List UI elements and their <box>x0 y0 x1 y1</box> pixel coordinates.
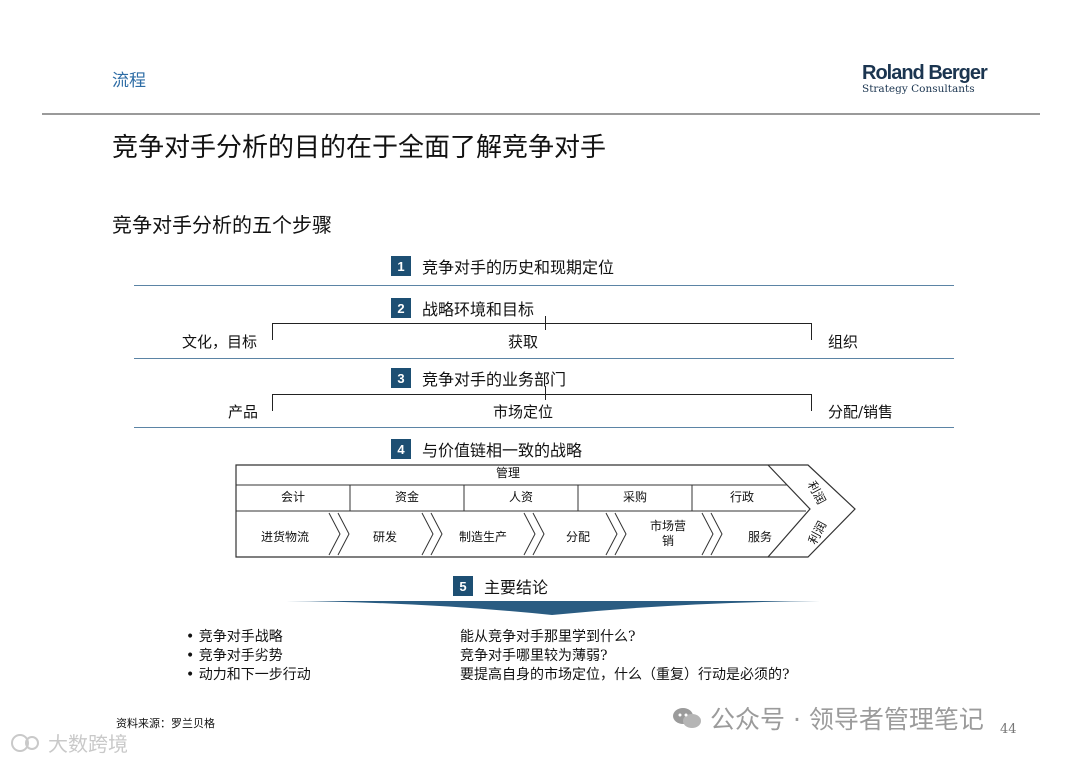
step-3: 3 竞争对手的业务部门 <box>391 366 566 390</box>
company-logo: Roland Berger <box>862 62 988 84</box>
section-divider <box>134 285 954 286</box>
bracket-left-tick <box>272 323 273 340</box>
bracket-line <box>272 394 812 395</box>
step-number-badge: 1 <box>391 256 411 276</box>
primary-chevron <box>421 512 434 556</box>
step-number-badge: 2 <box>391 298 411 318</box>
primary-activity: 服务 <box>747 530 772 544</box>
step-label: 竞争对手的业务部门 <box>422 370 567 389</box>
conclusion-questions: 能从竞争对手那里学到什么? 竞争对手哪里较为薄弱? 要提高自身的市场定位，什么（… <box>460 628 790 685</box>
step-3-right-label: 分配/销售 <box>828 403 894 421</box>
step-label: 战略环境和目标 <box>422 300 535 319</box>
chat-bubble-icon <box>11 733 39 752</box>
bracket-center-tick <box>545 386 546 400</box>
watermark-left-text: 大数跨境 <box>48 732 128 756</box>
step-1: 1 竞争对手的历史和现期定位 <box>391 254 614 278</box>
page-number: 44 <box>1000 722 1017 737</box>
section-label: 流程 <box>112 71 146 91</box>
step-number-badge: 3 <box>391 368 411 388</box>
support-activity: 行政 <box>729 490 754 504</box>
support-activity: 会计 <box>280 490 305 504</box>
bracket-center-tick <box>545 316 546 330</box>
primary-chevron <box>710 512 723 556</box>
bullet-item: • 竞争对手劣势 <box>186 648 283 664</box>
bracket-left-tick <box>272 394 273 411</box>
primary-chevron <box>532 512 545 556</box>
bracket-line <box>272 323 812 324</box>
step-number-badge: 5 <box>453 576 473 596</box>
primary-chevron <box>337 512 350 556</box>
margin-divider <box>767 464 811 558</box>
primary-chevron <box>523 512 536 556</box>
bullet-item: • 动力和下一步行动 <box>186 667 311 683</box>
funnel-shape <box>286 601 820 615</box>
primary-activity: 市场营 销 <box>649 519 686 548</box>
step-3-center-label: 市场定位 <box>493 403 554 421</box>
value-chain-diagram <box>235 464 856 558</box>
value-chain-management: 管理 <box>495 466 520 480</box>
section-divider <box>134 358 954 359</box>
section-divider <box>134 427 954 428</box>
question-item: 要提高自身的市场定位，什么（重复）行动是必须的? <box>460 667 790 683</box>
step-2-left-label: 文化，目标 <box>182 333 258 351</box>
step-5: 5 主要结论 <box>453 574 548 598</box>
step-2-center-label: 获取 <box>508 333 539 351</box>
step-number-badge: 4 <box>391 439 411 459</box>
primary-activity: 分配 <box>565 530 590 544</box>
watermark-right-text: 公众号 · 领导者管理笔记 <box>710 705 984 734</box>
primary-chevron <box>614 512 627 556</box>
primary-activity: 制造生产 <box>458 530 507 544</box>
step-4: 4 与价值链相一致的战略 <box>391 437 582 461</box>
primary-activity: 研发 <box>372 530 397 544</box>
bracket-right-tick <box>811 394 812 411</box>
bracket-right-tick <box>811 323 812 340</box>
watermark-right: 公众号 · 领导者管理笔记 <box>672 700 984 736</box>
step-label: 竞争对手的历史和现期定位 <box>422 258 615 277</box>
step-label: 主要结论 <box>484 578 549 597</box>
wechat-icon <box>673 708 701 728</box>
question-item: 竞争对手哪里较为薄弱? <box>460 648 608 664</box>
primary-chevron <box>605 512 618 556</box>
page-subtitle: 竞争对手分析的五个步骤 <box>112 213 332 237</box>
step-2: 2 战略环境和目标 <box>391 296 534 320</box>
support-activity: 人资 <box>508 490 533 504</box>
step-label: 与价值链相一致的战略 <box>422 441 583 460</box>
bullet-item: • 竞争对手战略 <box>186 629 283 645</box>
source-note: 资料来源：罗兰贝格 <box>116 717 215 730</box>
conclusion-funnel <box>286 601 820 615</box>
watermark-left: 大数跨境 <box>10 728 128 757</box>
primary-chevron <box>328 512 341 556</box>
company-logo-subtitle: Strategy Consultants <box>862 83 975 95</box>
support-activity: 资金 <box>394 490 419 504</box>
step-3-left-label: 产品 <box>228 403 259 421</box>
step-2-right-label: 组织 <box>828 333 859 351</box>
primary-activity: 进货物流 <box>260 530 309 544</box>
header-divider <box>42 113 1040 115</box>
conclusion-bullets: • 竞争对手战略 • 竞争对手劣势 • 动力和下一步行动 <box>186 628 311 685</box>
support-activity: 采购 <box>622 490 647 504</box>
page-title: 竞争对手分析的目的在于全面了解竞争对手 <box>112 133 607 163</box>
primary-chevron <box>430 512 443 556</box>
question-item: 能从竞争对手那里学到什么? <box>460 629 636 645</box>
primary-chevron <box>701 512 714 556</box>
